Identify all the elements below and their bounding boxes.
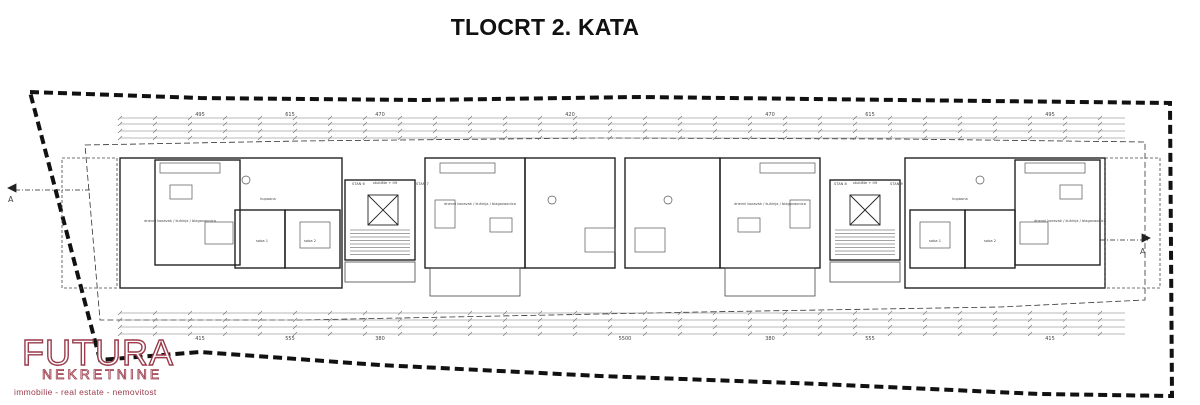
room-right-room1: soba 1 bbox=[929, 239, 941, 243]
stair-steps bbox=[350, 229, 895, 255]
dim-top-2: 615 bbox=[285, 112, 295, 118]
room-left-room2: soba 2 bbox=[304, 239, 316, 243]
dim-top-6: 615 bbox=[865, 112, 875, 118]
section-marker-left: A bbox=[8, 195, 14, 204]
dimension-labels-top: 495 615 470 420 470 615 495 bbox=[195, 112, 1055, 118]
logo-wordmark: FUTURA bbox=[21, 331, 174, 373]
room-right-bath: kupaona bbox=[952, 197, 967, 201]
dim-top-5: 470 bbox=[765, 112, 775, 118]
dimension-lines-bottom bbox=[120, 312, 1125, 335]
room-right-living: dnevni boravak / kuhinja / blagovaonica bbox=[1034, 219, 1106, 223]
room-left-stairs: stubište + lift bbox=[373, 181, 398, 185]
stair-label-2: STAN 7 bbox=[416, 182, 429, 186]
section-line bbox=[7, 183, 1151, 243]
room-right-stairs: stubište + lift bbox=[853, 181, 878, 185]
dim-top-3: 470 bbox=[375, 112, 385, 118]
section-marker-right: A bbox=[1140, 247, 1146, 256]
dimension-ticks bbox=[117, 115, 1103, 337]
logo-subtitle: NEKRETNINE bbox=[42, 366, 163, 383]
plot-boundary bbox=[27, 89, 1175, 399]
dim-bot-6: 555 bbox=[865, 336, 875, 342]
dimension-labels-bottom: 415 555 380 5500 380 555 415 bbox=[195, 336, 1055, 342]
dim-bot-3: 380 bbox=[375, 336, 385, 342]
dim-top-7: 495 bbox=[1045, 112, 1055, 118]
company-logo: FUTURA NEKRETNINE immobilie - real estat… bbox=[12, 331, 202, 402]
dim-top-4: 420 bbox=[565, 112, 575, 118]
stair-label-3: STAN 8 bbox=[834, 182, 847, 186]
room-cleft-living: dnevni boravak / kuhinja / blagovaonica bbox=[444, 202, 516, 206]
dim-bot-7: 415 bbox=[1045, 336, 1055, 342]
logo-tagline: immobilie - real estate - nemovitost bbox=[14, 387, 157, 397]
stair-labels: STAN 6 STAN 7 STAN 8 STAN 9 bbox=[352, 182, 903, 186]
dim-bot-4: 5500 bbox=[619, 336, 632, 342]
dim-bot-5: 380 bbox=[765, 336, 775, 342]
building-limit bbox=[84, 137, 1146, 321]
room-left-living: dnevni boravak / kuhinja / blagovaonica bbox=[144, 219, 216, 223]
room-cright-living: dnevni boravak / kuhinja / blagovaonica bbox=[734, 202, 806, 206]
stair-label-4: STAN 9 bbox=[890, 182, 903, 186]
elevator-shafts bbox=[367, 194, 881, 226]
dim-bot-1: 415 bbox=[195, 336, 205, 342]
dimension-lines-top bbox=[120, 117, 1125, 139]
room-left-bath: kupaona bbox=[260, 197, 275, 201]
room-left-room1: soba 1 bbox=[256, 239, 268, 243]
page-title: TLOCRT 2. KATA bbox=[450, 14, 640, 40]
dim-top-1: 495 bbox=[195, 112, 205, 118]
balconies bbox=[61, 157, 1161, 297]
building-walls bbox=[119, 157, 1106, 289]
room-right-room2: soba 2 bbox=[984, 239, 996, 243]
stair-label-1: STAN 6 bbox=[352, 182, 365, 186]
dim-bot-2: 555 bbox=[285, 336, 295, 342]
furniture bbox=[159, 162, 1086, 253]
room-labels: dnevni boravak / kuhinja / blagovaonica … bbox=[144, 181, 1106, 243]
